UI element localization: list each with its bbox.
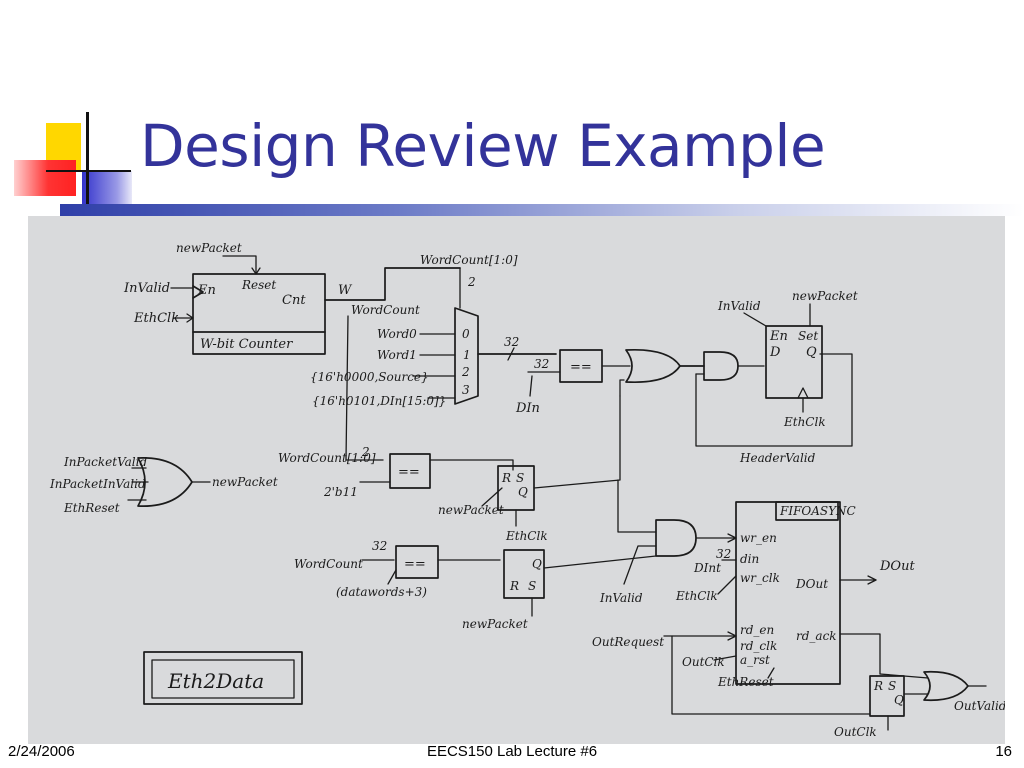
out-rs-r: R [873, 679, 883, 693]
cmp2-sel: WordCount[1:0] [278, 451, 376, 465]
mux-port-2: 2 [461, 365, 470, 379]
mux-input-3: {16'h0101,DIn[15:0]} [312, 394, 446, 408]
rs2-q: Q [532, 557, 542, 571]
rs1-clk: EthClk [505, 529, 548, 543]
mux-block: WordCount[1:0] 2 WordCount Word0 Word1 {… [310, 253, 603, 461]
mux-eq-label: == [570, 360, 592, 375]
newpacket-gate: InPacketValid InPacketInValid EthReset n… [49, 455, 278, 515]
header-ff-set: Set [798, 329, 818, 343]
fifo-block: FIFOASYNC wr_en din wr_clk DOut rd_en rd… [599, 501, 915, 685]
mux-wordcount-label: WordCount [351, 303, 420, 317]
fifo-invalid: InValid [599, 591, 643, 605]
counter-width-label: W [338, 283, 353, 298]
newpacket-in-1: InPacketInValid [49, 477, 146, 491]
newpacket-in-2: EthReset [63, 501, 120, 515]
rs2-newpacket: newPacket [462, 617, 528, 631]
out-request: OutRequest [592, 635, 664, 649]
newpacket-in-0: InPacketValid [63, 455, 147, 469]
cmp3-const: (datawords+3) [336, 585, 427, 599]
rs1-s: S [516, 471, 524, 485]
cmp3-width: 32 [372, 539, 387, 553]
cmp2-width: 2 [361, 445, 370, 459]
counter-cnt-label: Cnt [282, 293, 306, 308]
header-valid-label: HeaderValid [739, 451, 816, 465]
rs1-r: R [501, 471, 511, 485]
counter-reset-label: Reset [241, 278, 276, 292]
fifo-wr-logic [617, 479, 737, 585]
footer-lecture: EECS150 Lab Lecture #6 [426, 743, 598, 760]
module-label-box: Eth2Data [143, 651, 303, 705]
mux-sel-width: 2 [467, 275, 476, 289]
fifo-clk-in: EthClk [675, 589, 718, 603]
mux-input-1: Word1 [377, 348, 417, 362]
module-label: Eth2Data [167, 669, 264, 693]
title-underline-rule [60, 204, 1024, 216]
header-ff-en: En [769, 329, 788, 344]
rs2-r: R [509, 579, 519, 593]
header-ff-invalid: InValid [717, 299, 761, 313]
out-valid: OutValid [954, 699, 1005, 713]
mux-input-2: {16'h0000,Source} [310, 370, 429, 384]
fifo-rd-ack: rd_ack [796, 629, 837, 643]
header-ff-q: Q [806, 345, 817, 360]
newpacket-out: newPacket [212, 475, 278, 489]
rs1-q: Q [518, 485, 528, 499]
fifo-dout-out: DOut [879, 559, 915, 574]
output-section: OutRequest OutClk EthReset R S Q OutClk … [592, 631, 1005, 739]
fifo-rd-en: rd_en [740, 623, 774, 637]
out-rs-q: Q [894, 693, 904, 707]
cmp3-eq: == [404, 557, 426, 572]
fifo-wr-en: wr_en [740, 531, 777, 545]
counter-name-label: W-bit Counter [200, 337, 293, 352]
out-clk: OutClk [682, 655, 725, 669]
fifo-wr-clk: wr_clk [740, 571, 780, 585]
title-accent-vertical-line [86, 112, 89, 216]
fifo-din-width: 32 [716, 547, 731, 561]
counter-newpacket-label: newPacket [176, 241, 242, 255]
out-reset: EthReset [717, 675, 774, 689]
title-accent-red-bar [14, 160, 76, 196]
fifo-rd-clk: rd_clk [740, 639, 777, 653]
out-clk-2: OutClk [834, 725, 877, 739]
title-accent-horizontal-line [46, 170, 131, 172]
counter-en-label: En [197, 283, 216, 298]
mux-out-width: 32 [504, 335, 519, 349]
mux-port-0: 0 [462, 327, 470, 341]
cmp2-eq: == [398, 465, 420, 480]
cmp2-const: 2'b11 [323, 485, 358, 499]
fifo-din: din [740, 552, 759, 566]
slide-title: Design Review Example [140, 112, 826, 180]
header-ff-block: En Set D Q EthClk InValid newPacket Head… [717, 289, 858, 465]
header-ff-d: D [769, 345, 781, 360]
mux-din-width: 32 [534, 357, 549, 371]
mux-input-0: Word0 [377, 327, 417, 341]
footer-page-number: 16 [995, 743, 1012, 760]
mux-port-3: 3 [462, 383, 470, 397]
footer-date: 2/24/2006 [8, 743, 75, 760]
counter-block: En Reset Cnt W-bit Counter newPacket InV… [123, 241, 461, 355]
fifo-name: FIFOASYNC [779, 504, 856, 518]
cmp2-block: WordCount[1:0] 2 == 2'b11 R S Q newPacke… [278, 395, 621, 543]
counter-clk-label: EthClk [133, 311, 179, 326]
header-logic [601, 348, 853, 447]
fifo-a-rst: a_rst [740, 653, 770, 667]
header-ff-clk: EthClk [783, 415, 826, 429]
rs1-newpacket: newPacket [438, 503, 504, 517]
fifo-dint: DInt [693, 561, 721, 575]
header-ff-newpacket: newPacket [792, 289, 858, 303]
cmp3-sel: WordCount [294, 557, 363, 571]
fifo-dout-port: DOut [795, 577, 828, 591]
mux-port-1: 1 [463, 348, 471, 362]
cmp3-block: WordCount 32 == (datawords+3) Q R S newP… [294, 539, 657, 631]
out-rs-s: S [888, 679, 896, 693]
counter-invalid-label: InValid [123, 281, 170, 296]
rs2-s: S [528, 579, 536, 593]
mux-din-label: DIn [515, 401, 540, 416]
hand-drawn-schematic: En Reset Cnt W-bit Counter newPacket InV… [28, 216, 1005, 744]
mux-sel-label: WordCount[1:0] [420, 253, 518, 267]
